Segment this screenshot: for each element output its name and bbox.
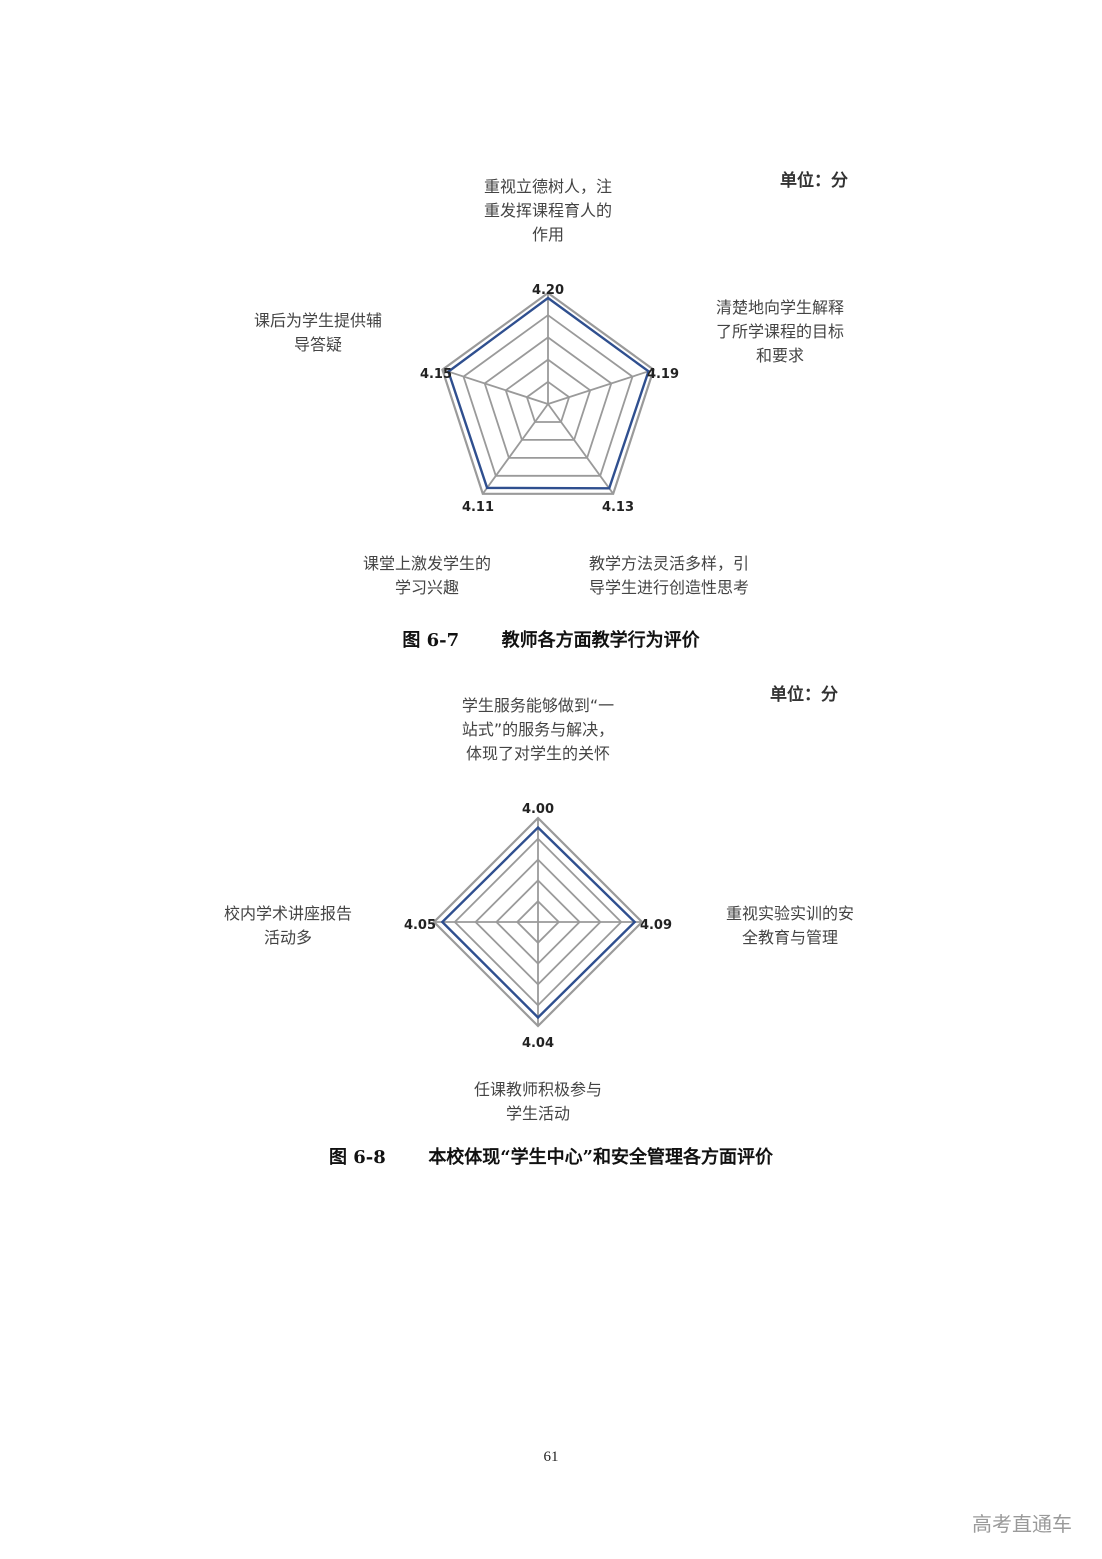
axis-label: 任课教师积极参与 [474, 1080, 602, 1099]
grid-spoke [482, 403, 549, 495]
axis-label: 重视立德树人，注 [484, 177, 612, 196]
value-label: 4.04 [522, 1036, 554, 1051]
value-label: 4.15 [420, 367, 452, 382]
axis-label: 体现了对学生的关怀 [466, 744, 610, 763]
value-label: 4.13 [602, 500, 634, 515]
value-label: 4.09 [640, 918, 672, 933]
value-label: 4.11 [462, 500, 494, 515]
data-series [440, 825, 637, 1020]
grid-spoke [547, 403, 614, 495]
value-label: 4.20 [532, 283, 564, 298]
axis-label: 重视实验实训的安 [726, 904, 854, 923]
caption-number: 图 6-7 [402, 630, 460, 651]
axis-label: 校内学术讲座报告 [224, 904, 352, 923]
axis-label: 课堂上激发学生的 [363, 554, 491, 573]
grid-ring [441, 291, 655, 495]
axis-label: 了所学课程的目标 [716, 322, 844, 341]
axis-label: 站式”的服务与解决， [462, 720, 614, 739]
axis-label: 作用 [532, 225, 564, 244]
grid-spoke [547, 368, 654, 405]
grid-spoke [442, 368, 549, 405]
grid-ring [525, 380, 571, 423]
axis-label: 活动多 [264, 928, 312, 947]
value-label: 4.05 [404, 918, 436, 933]
axis-label: 学习兴趣 [395, 578, 459, 597]
grid-ring [462, 314, 634, 477]
value-label: 4.00 [522, 802, 554, 817]
axis-label: 教学方法灵活多样，引 [589, 554, 749, 573]
figure-caption-6-8: 图 6-8 本校体现“学生中心”和安全管理各方面评价 [0, 1143, 1102, 1169]
grid-ring [504, 358, 592, 441]
axis-label: 导学生进行创造性思考 [589, 578, 749, 597]
caption-number: 图 6-8 [328, 1147, 386, 1168]
axis-label: 课后为学生提供辅 [254, 311, 382, 330]
data-series [446, 296, 650, 490]
axis-label: 重发挥课程育人的 [484, 201, 612, 220]
axis-label: 学生服务能够做到“一 [462, 696, 614, 715]
axis-label: 全教育与管理 [742, 928, 838, 947]
caption-text: 教师各方面教学行为评价 [501, 630, 700, 651]
caption-text: 本校体现“学生中心”和安全管理各方面评价 [428, 1147, 774, 1168]
figure-caption-6-7: 图 6-7 教师各方面教学行为评价 [0, 626, 1102, 652]
axis-label: 和要求 [756, 346, 804, 365]
grid-ring [483, 336, 613, 459]
page-number: 61 [543, 1449, 559, 1465]
axis-label: 导答疑 [294, 335, 342, 354]
value-label: 4.19 [647, 367, 679, 382]
unit-label: 单位：分 [780, 170, 848, 191]
axis-label: 清楚地向学生解释 [716, 298, 844, 317]
watermark: 高考直通车 [972, 1512, 1072, 1536]
unit-label: 单位：分 [770, 684, 838, 705]
axis-label: 学生活动 [506, 1104, 570, 1123]
